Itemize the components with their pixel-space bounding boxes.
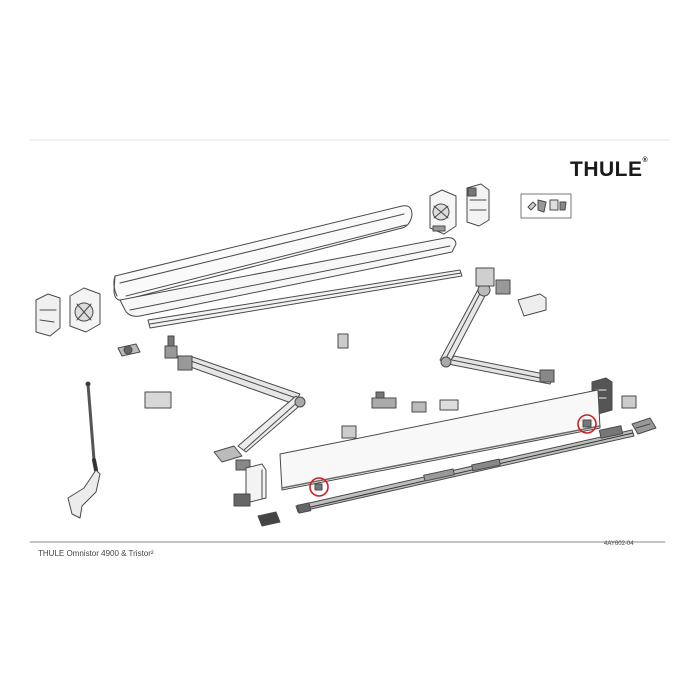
center-bracket	[337, 333, 349, 349]
lower-left-end-cap	[245, 463, 267, 503]
left-fittings	[117, 335, 178, 359]
lower-left-clip	[233, 493, 251, 507]
thule-logo: THULE®	[570, 157, 649, 181]
left-end-cover	[35, 293, 61, 337]
highlight-circle-right	[577, 414, 597, 434]
front-profile-upper	[119, 237, 457, 317]
lower-lead-bar	[295, 425, 635, 514]
motor-end-cap-top	[429, 189, 457, 235]
end-cover-top	[466, 183, 490, 227]
right-support-arm	[439, 267, 555, 385]
right-end-piece	[631, 417, 657, 435]
highlighted-clip-left	[314, 483, 323, 491]
lead-rail	[147, 269, 463, 329]
left-support-arm	[177, 355, 306, 471]
middle-clips	[341, 391, 459, 439]
arm-end-block	[144, 391, 172, 409]
highlighted-clip-right	[582, 419, 592, 428]
crank-handle	[67, 381, 101, 519]
drawing-code: 4AY602-04	[604, 541, 634, 547]
highlight-circle-left	[309, 477, 329, 497]
small-parts-inset	[520, 193, 572, 219]
lower-left-joint	[257, 511, 281, 527]
product-title: THULE Omnistor 4900 & Tristor²	[38, 549, 154, 558]
left-motor-bracket	[69, 287, 101, 333]
cassette-housing	[113, 205, 413, 301]
front-profile-lower	[279, 389, 601, 491]
right-wall-bracket	[517, 293, 547, 317]
